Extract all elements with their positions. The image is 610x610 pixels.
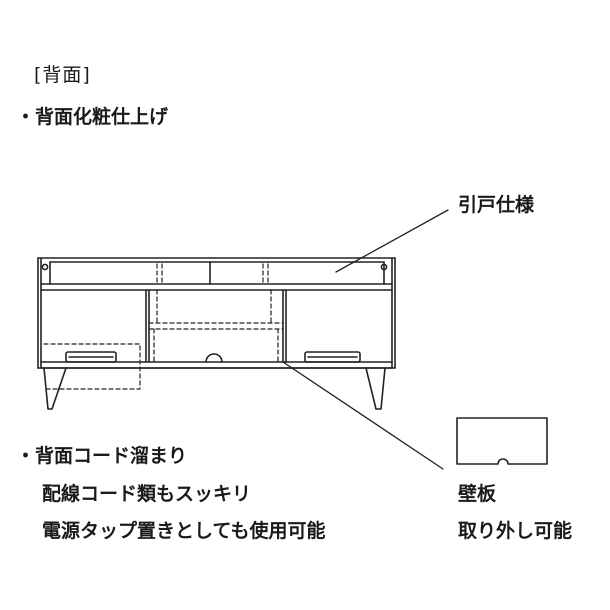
cord-storage-line2: 配線コード類もスッキリ <box>42 483 252 505</box>
section-title: [背面] <box>34 64 91 86</box>
finish-note: ・背面化粧仕上げ <box>16 106 169 128</box>
back-panel-illustration <box>456 417 548 465</box>
legs <box>43 367 386 410</box>
back-panel-leader-line <box>282 361 444 470</box>
cord-storage-heading: ・背面コード溜まり <box>16 445 188 467</box>
right-handle <box>304 351 361 363</box>
cabinet-outline <box>37 257 396 369</box>
sliding-door-label: 引戸仕様 <box>458 194 535 216</box>
top-section <box>49 261 385 285</box>
left-handle <box>65 351 117 363</box>
lower-compartments <box>145 289 287 363</box>
back-panel-removable-note: 取り外し可能 <box>458 520 573 542</box>
cord-storage-line3: 電源タップ置きとしても使用可能 <box>42 520 326 542</box>
back-panel-label: 壁板 <box>458 483 497 505</box>
cord-storage-area <box>43 343 141 390</box>
sliding-door-leader-line <box>335 209 449 273</box>
